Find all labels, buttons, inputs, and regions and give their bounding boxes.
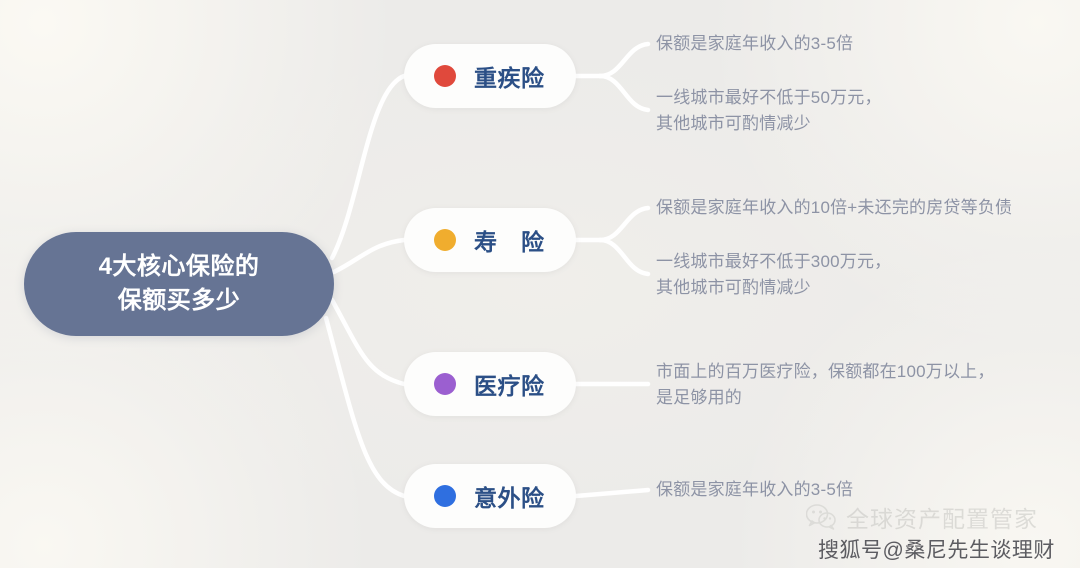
link-life-to-detail-2 xyxy=(597,237,651,277)
branch-label-accident: 意外险 xyxy=(474,485,545,511)
wechat-watermark: 全球资产配置管家 xyxy=(806,500,1038,534)
wechat-icon xyxy=(806,504,836,530)
link-central-to-critical-illness xyxy=(329,73,407,261)
branch-label-life: 寿 险 xyxy=(474,229,545,255)
branch-node-accident[interactable]: 意外险 xyxy=(404,464,576,528)
life-insurance-dot xyxy=(434,229,456,251)
branch-node-life[interactable]: 寿 险 xyxy=(404,208,576,272)
detail-accident-1: 保额是家庭年收入的3-5倍 xyxy=(656,480,854,499)
link-central-to-accident xyxy=(323,315,407,499)
branch-node-critical-illness[interactable]: 重疾险 xyxy=(404,44,576,108)
critical-illness-dot xyxy=(434,65,456,87)
link-life-to-detail-1 xyxy=(597,205,651,243)
detail-critical-illness-2: 一线城市最好不低于50万元， 其他城市可酌情减少 xyxy=(656,88,882,134)
sohu-watermark-text: 搜狐号@桑尼先生谈理财 xyxy=(818,539,1055,562)
wechat-watermark-text: 全球资产配置管家 xyxy=(846,506,1038,532)
link-critical-illness-to-detail-2 xyxy=(597,73,651,113)
link-central-to-medical xyxy=(329,297,407,387)
link-central-to-life xyxy=(331,237,407,275)
detail-life-2: 一线城市最好不低于300万元， 其他城市可酌情减少 xyxy=(656,252,892,298)
central-node-label: 4大核心保险的 保额买多少 xyxy=(98,252,260,314)
link-critical-illness-to-detail-1 xyxy=(597,41,651,79)
accident-insurance-dot xyxy=(434,485,456,507)
branch-node-medical[interactable]: 医疗险 xyxy=(404,352,576,416)
medical-insurance-dot xyxy=(434,373,456,395)
detail-life-1: 保额是家庭年收入的10倍+未还完的房贷等负债 xyxy=(656,198,1013,217)
detail-critical-illness-1: 保额是家庭年收入的3-5倍 xyxy=(656,34,854,53)
detail-medical-1: 市面上的百万医疗险，保额都在100万以上， 是足够用的 xyxy=(656,362,995,408)
link-accident-to-detail-1 xyxy=(573,487,651,499)
branch-label-medical: 医疗险 xyxy=(474,373,545,399)
branch-label-critical-illness: 重疾险 xyxy=(474,65,545,91)
central-node[interactable]: 4大核心保险的 保额买多少 xyxy=(24,232,334,336)
